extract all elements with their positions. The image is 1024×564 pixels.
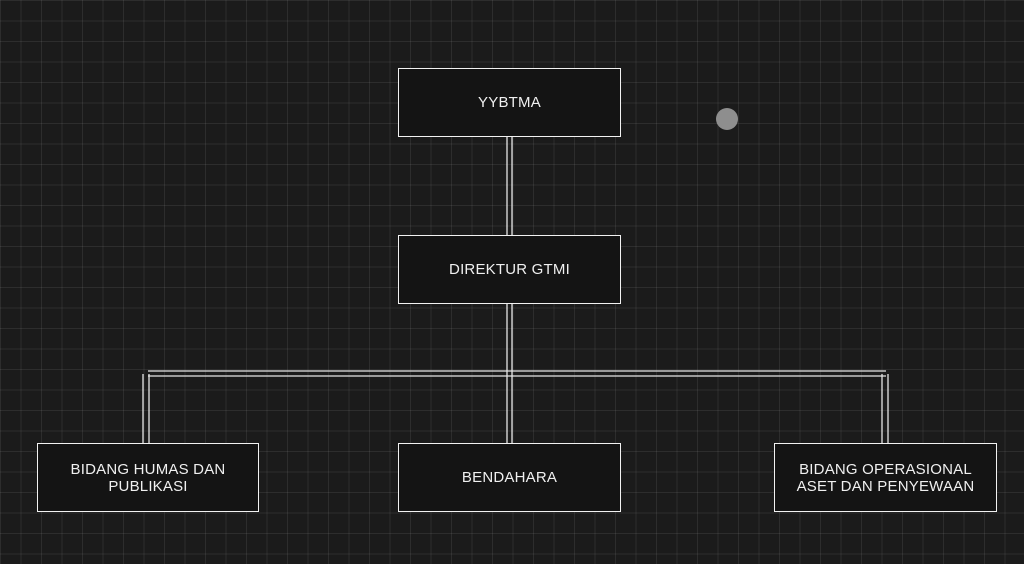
node-label: BENDAHARA	[461, 469, 558, 486]
node-bidang-humas-dan-publikasi[interactable]: BIDANG HUMAS DAN PUBLIKASI	[37, 443, 259, 512]
node-bendahara[interactable]: BENDAHARA	[398, 443, 621, 512]
cursor-pointer-dot	[716, 108, 738, 130]
node-yybtma[interactable]: YYBTMA	[398, 68, 621, 137]
node-bidang-operasional-aset-dan-penyewaan[interactable]: BIDANG OPERASIONAL ASET DAN PENYEWAAN	[774, 443, 997, 512]
node-direktur-gtmi[interactable]: DIREKTUR GTMI	[398, 235, 621, 304]
connector-root-director	[506, 137, 513, 235]
connector-horizontal-bus	[148, 370, 886, 377]
connector-bus-humas	[142, 374, 150, 443]
node-label: BIDANG OPERASIONAL ASET DAN PENYEWAAN	[796, 460, 975, 495]
node-label: YYBTMA	[478, 94, 541, 111]
node-label: DIREKTUR GTMI	[449, 261, 570, 278]
node-label: BIDANG HUMAS DAN PUBLIKASI	[70, 460, 226, 495]
connector-bus-operasional	[881, 374, 889, 443]
connector-director-bendahara	[506, 304, 513, 443]
